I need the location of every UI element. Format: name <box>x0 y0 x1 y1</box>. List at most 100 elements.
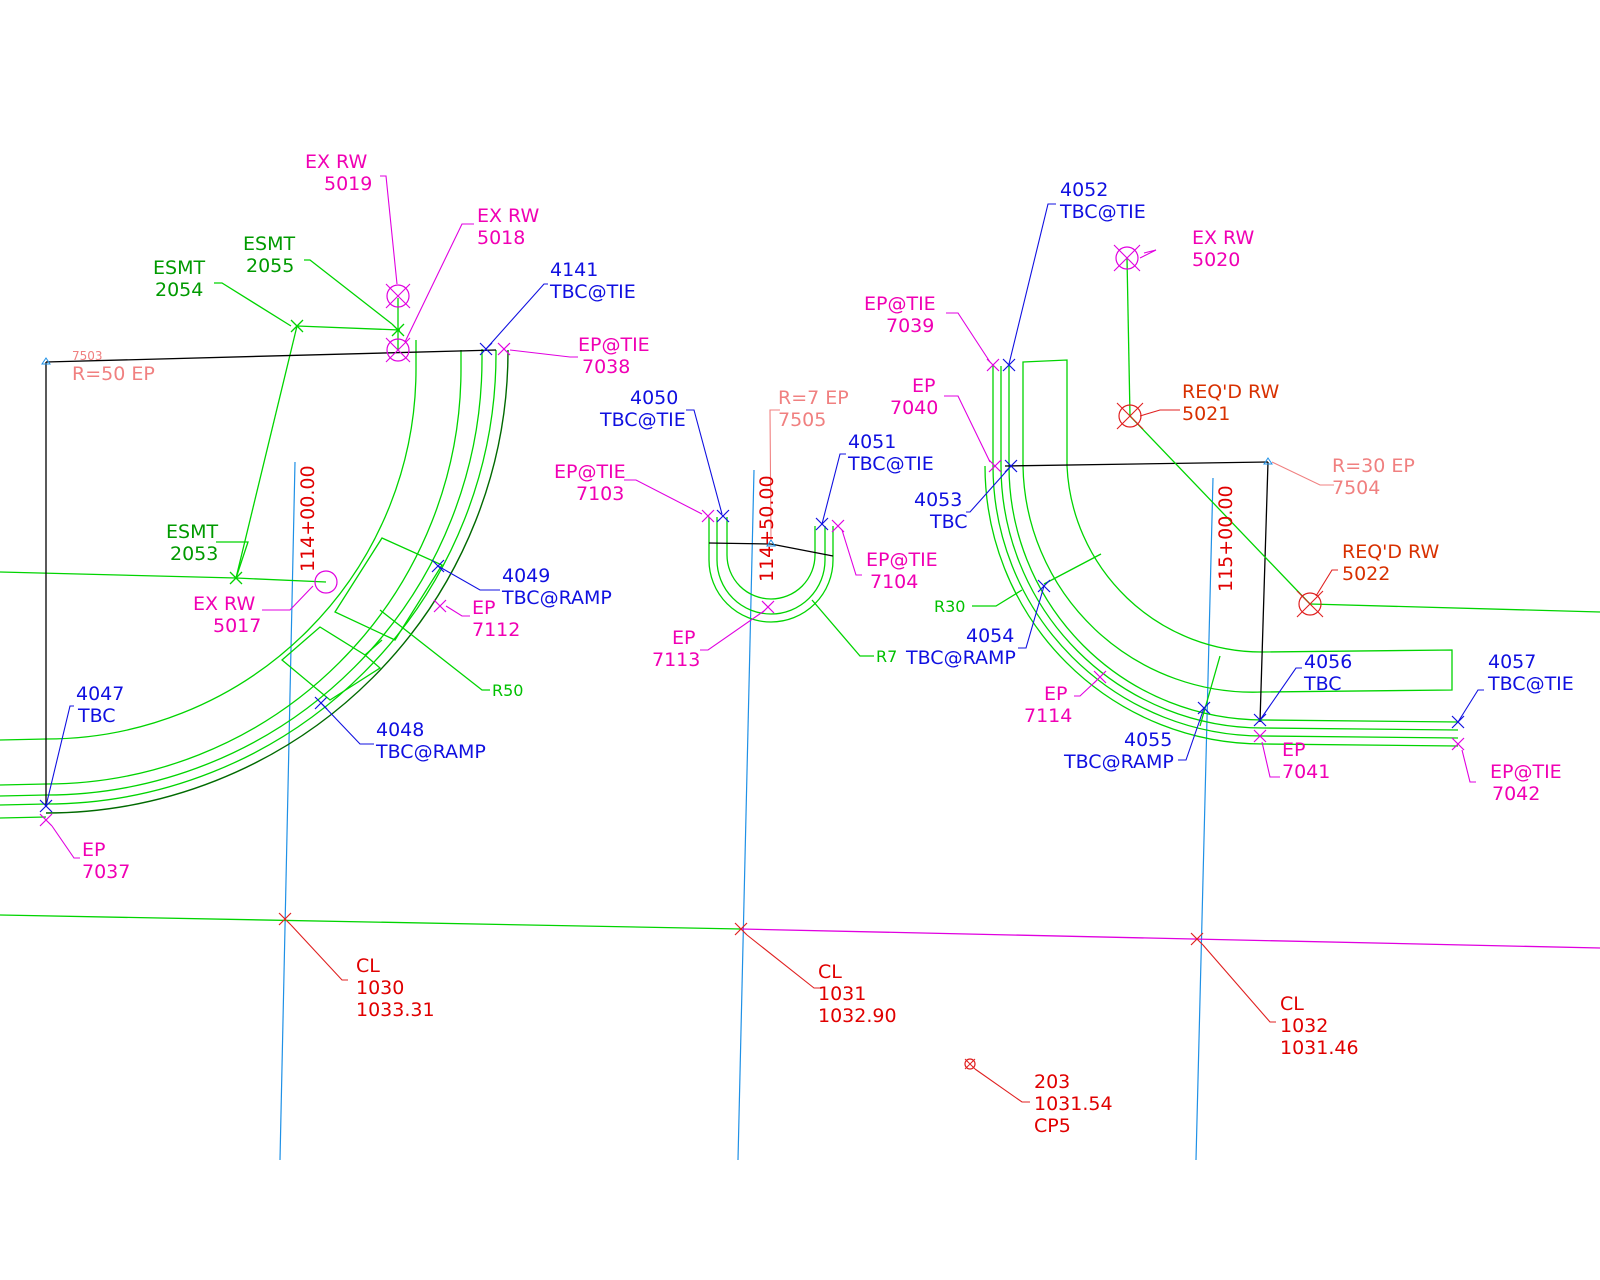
label-ep-7112-num: 7112 <box>472 619 520 641</box>
label-tbc-4051-num: 4051 <box>848 431 896 453</box>
point-markers <box>39 244 1465 1070</box>
ramp-island <box>1022 359 1453 693</box>
tbc-marker-4052 <box>1002 358 1016 372</box>
label-tbc-4056-desc: TBC <box>1303 673 1342 695</box>
label-r30: R30 <box>934 597 965 616</box>
rw-line-5021-5022 <box>1129 415 1311 605</box>
leader-4052 <box>1008 203 1056 365</box>
label-ep-7103-num: 7103 <box>576 483 624 505</box>
station-lines <box>279 461 1214 1161</box>
label-tbc-4057-num: 4057 <box>1488 651 1536 673</box>
cl-marker-1030 <box>278 912 292 926</box>
label-esmt-2055-num: 2055 <box>246 255 294 277</box>
label-cl-1031-elev: 1032.90 <box>818 1005 897 1027</box>
label-radius-7505-desc: R=7 EP <box>778 387 849 409</box>
ramp-pad-upper <box>334 537 443 641</box>
ep-marker-7038 <box>497 342 511 356</box>
label-tbc-4047-num: 4047 <box>76 683 124 705</box>
label-ep-7041-num: 7041 <box>1282 761 1330 783</box>
leader-2053 <box>216 541 249 579</box>
label-cl-1032-elev: 1031.46 <box>1280 1037 1359 1059</box>
ep-marker-7037 <box>39 813 53 827</box>
label-cp-203-elev: 1031.54 <box>1034 1093 1113 1115</box>
leader-r30 <box>972 589 1023 607</box>
label-tbc-4053-num: 4053 <box>914 489 962 511</box>
label-exrw-5019-title: EX RW <box>305 151 367 173</box>
label-ep-7038-title: EP@TIE <box>578 334 650 356</box>
label-ep-7038-num: 7038 <box>582 356 630 378</box>
label-ep-7104-title: EP@TIE <box>866 549 938 571</box>
leader-5017 <box>262 585 314 611</box>
leader-4054 <box>1018 585 1045 649</box>
label-tbc-4051-desc: TBC@TIE <box>847 453 934 475</box>
leader-7038 <box>509 349 578 358</box>
leader-2055 <box>304 259 393 325</box>
label-exrw-5017-num: 5017 <box>213 615 261 637</box>
label-ep-7039-title: EP@TIE <box>864 293 936 315</box>
leader-4051 <box>821 453 846 525</box>
curb-face <box>0 349 483 797</box>
labels: EX RW 5019 EX RW 5018 EP@TIE 7038 EX RW … <box>72 151 1574 1137</box>
rw-marker-5022 <box>1296 590 1324 618</box>
label-exrw-5018-title: EX RW <box>477 205 539 227</box>
left-curb-return <box>0 298 509 819</box>
ep-marker-7112 <box>433 599 447 613</box>
leader-1030 <box>290 924 348 981</box>
label-tbc-4055-num: 4055 <box>1124 729 1172 751</box>
leader-7114 <box>1074 680 1097 697</box>
label-ep-7114-num: 7114 <box>1024 705 1072 727</box>
r30-tbc <box>1000 366 1459 731</box>
leader-4053 <box>966 465 1012 513</box>
radius-point-7505 <box>766 539 776 547</box>
label-ep-7042-num: 7042 <box>1492 783 1540 805</box>
r30-ep <box>984 465 1459 747</box>
leader-4048 <box>320 702 374 745</box>
label-ep-7040-title: EP <box>912 375 935 397</box>
label-station-115-00: 115+00.00 <box>1215 485 1237 592</box>
label-esmt-2054-num: 2054 <box>155 279 203 301</box>
leader-4050 <box>686 409 723 515</box>
r30-outer <box>992 366 1459 739</box>
rw-marker-5019 <box>385 283 411 309</box>
label-r7: R7 <box>876 647 897 666</box>
curb-back <box>0 350 462 786</box>
label-cp-203-num: 203 <box>1034 1071 1070 1093</box>
station-line-115-00 <box>1195 477 1214 1161</box>
rw-line-5022-east <box>1309 603 1600 613</box>
label-reqrw-5022-title: REQ'D RW <box>1342 541 1439 563</box>
centerline-east <box>740 928 1600 949</box>
station-line-114-00 <box>279 461 296 1161</box>
label-tbc-4050-num: 4050 <box>630 387 678 409</box>
label-exrw-5019-num: 5019 <box>324 173 372 195</box>
leader-7112 <box>445 605 470 617</box>
label-esmt-2053-num: 2053 <box>170 543 218 565</box>
label-cp-203-desc: CP5 <box>1034 1115 1071 1137</box>
u-curve-mid <box>716 517 826 615</box>
ramp-link <box>364 639 383 656</box>
station-line-114-50 <box>737 469 755 1161</box>
label-exrw-5017-title: EX RW <box>193 593 255 615</box>
leader-4057 <box>1457 689 1484 723</box>
label-cl-1032-num: 1032 <box>1280 1015 1328 1037</box>
leader-7103 <box>624 479 703 515</box>
radius-line-top <box>45 349 497 363</box>
leader-4047 <box>45 705 74 807</box>
label-radius-7504-desc: R=30 EP <box>1332 455 1415 477</box>
label-ep-7037-title: EP <box>82 839 105 861</box>
esmt-line-to-rw <box>235 577 327 583</box>
label-tbc-4049-num: 4049 <box>502 565 550 587</box>
label-ep-7113-num: 7113 <box>652 649 700 671</box>
label-ep-7037-num: 7037 <box>82 861 130 883</box>
label-tbc-4052-desc: TBC@TIE <box>1059 201 1146 223</box>
label-reqrw-5021-title: REQ'D RW <box>1182 381 1279 403</box>
leader-5018 <box>404 223 474 343</box>
label-cl-1030-elev: 1033.31 <box>356 999 435 1021</box>
leader-5021 <box>1139 409 1180 417</box>
r30-inner <box>1008 366 1459 723</box>
label-ep-7112-title: EP <box>472 597 495 619</box>
leader-7040 <box>944 395 991 463</box>
leader-4049 <box>437 565 500 591</box>
ramp-break-2 <box>1199 655 1221 727</box>
rw-marker-5020 <box>1113 244 1141 272</box>
label-tbc-4056-num: 4056 <box>1304 651 1352 673</box>
